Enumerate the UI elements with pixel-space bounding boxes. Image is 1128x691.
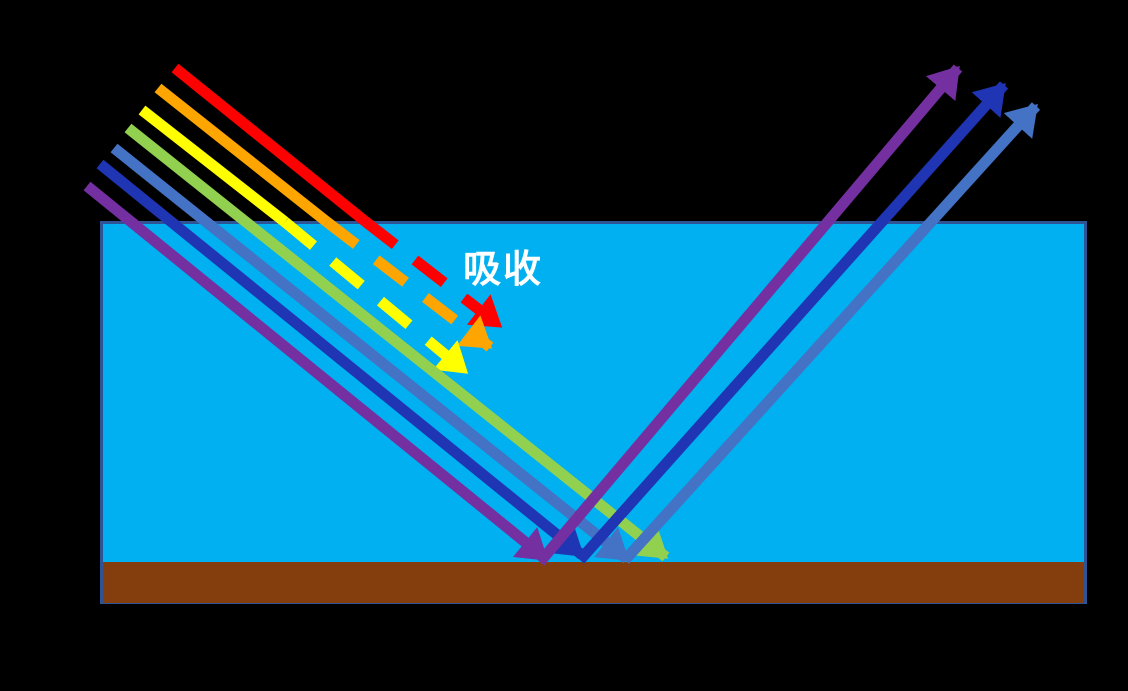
orange-light-ray-absorbed-dashed bbox=[323, 217, 494, 352]
dark-blue-reflected-ray bbox=[575, 81, 1009, 564]
light-blue-reflected-ray bbox=[620, 102, 1041, 564]
purple-reflected-ray bbox=[535, 64, 963, 566]
absorption-label: 吸收 bbox=[463, 247, 543, 291]
orange-light-ray-solid bbox=[154, 83, 331, 227]
red-light-ray-absorbed-dashed bbox=[362, 217, 504, 331]
green-light-ray bbox=[124, 123, 670, 562]
sediment-bottom bbox=[103, 562, 1084, 603]
light-rays-layer bbox=[83, 63, 1041, 566]
yellow-light-ray-solid bbox=[138, 105, 289, 227]
yellow-light-ray-absorbed-dashed bbox=[281, 217, 470, 377]
red-light-ray-solid bbox=[171, 63, 370, 227]
purple-light-ray bbox=[83, 181, 550, 564]
dark-blue-light-ray bbox=[96, 159, 586, 560]
light-blue-light-ray bbox=[110, 143, 631, 564]
